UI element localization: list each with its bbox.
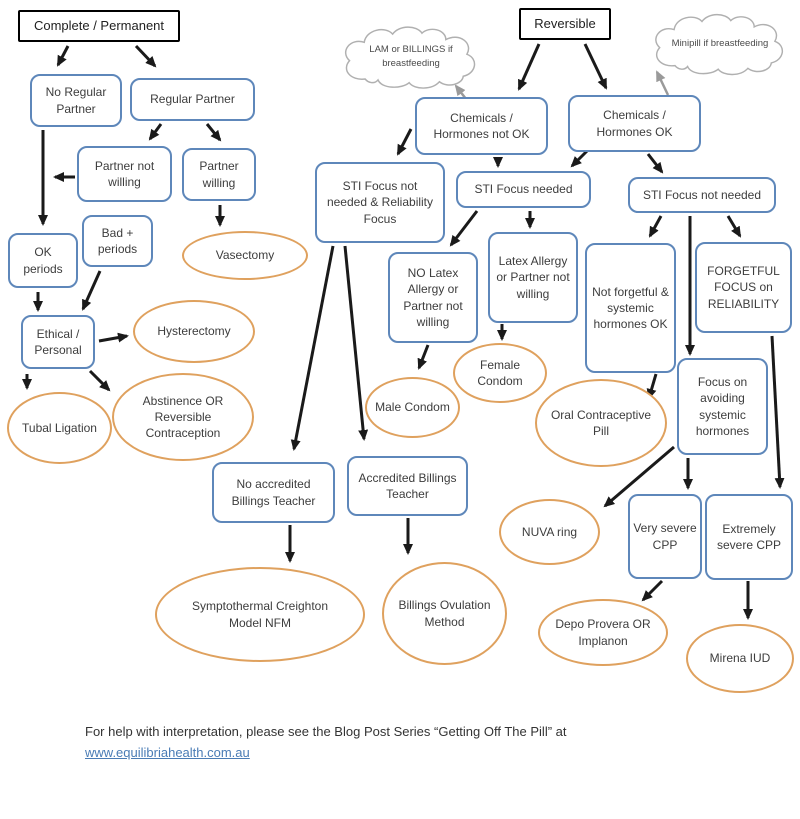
cloud-shape-icon [655,13,783,76]
decision-regular-partner: Regular Partner [130,78,255,121]
decision-chemicals-hormones-not-ok: Chemicals / Hormones not OK [415,97,548,155]
outcome-vasectomy: Vasectomy [182,231,308,280]
flow-arrow [88,369,111,392]
decision-latex-allergy: Latex Allergy or Partner not willing [488,232,578,323]
outcome-female-condom: Female Condom [453,343,547,403]
flow-arrow [583,43,608,90]
cloud-shape-icon [344,26,476,89]
flow-arrow [81,270,102,311]
decision-partner-not-willing: Partner not willing [77,146,172,202]
decision-forgetful-focus-reliability: FORGETFUL FOCUS on RELIABILITY [695,242,792,333]
decision-sti-not-needed-reliability: STI Focus not needed & Reliability Focus [315,162,445,243]
decision-sti-focus-needed: STI Focus needed [456,171,591,208]
decision-no-accredited-billings-teacher: No accredited Billings Teacher [212,462,335,523]
outcome-mirena-iud: Mirena IUD [686,624,794,693]
flow-arrow [648,215,663,238]
outcome-abstinence-reversible: Abstinence OR Reversible Contraception [112,373,254,461]
decision-ethical-personal: Ethical / Personal [21,315,95,369]
decision-no-latex-allergy: NO Latex Allergy or Partner not willing [388,252,478,343]
footer-link[interactable]: www.equilibriahealth.com.au [85,745,250,760]
category-complete-permanent: Complete / Permanent [18,10,180,42]
decision-not-forgetful: Not forgetful & systemic hormones OK [585,243,676,373]
footer-text: For help with interpretation, please see… [85,724,567,739]
decision-extremely-severe-cpp: Extremely severe CPP [705,494,793,580]
category-reversible: Reversible [519,8,611,40]
flow-arrow [603,445,675,508]
flow-arrow [770,335,785,489]
flow-arrow-gray [655,70,670,96]
cloud-label: Minipill if breastfeeding [671,37,769,49]
flow-arrow [148,123,163,141]
flow-arrow [98,332,129,343]
flow-arrow [290,245,335,451]
decision-chemicals-hormones-ok: Chemicals / Hormones OK [568,95,701,152]
outcome-depo-provera-implanon: Depo Provera OR Implanon [538,599,668,666]
decision-very-severe-cpp: Very severe CPP [628,494,702,579]
cloud-label: LAM or BILLINGS if breastfeeding [369,43,453,69]
footer-note: For help with interpretation, please see… [85,724,705,760]
outcome-hysterectomy: Hysterectomy [133,300,255,363]
flow-arrow [570,149,589,168]
outcome-billings-ovulation-method: Billings Ovulation Method [382,562,507,665]
flow-arrow [646,153,664,174]
flow-arrow-gray [454,84,467,100]
flow-arrow [449,210,479,247]
flow-arrow [726,215,742,238]
flow-arrow [396,128,413,156]
outcome-oral-contraceptive-pill: Oral Contraceptive Pill [535,379,667,467]
outcome-tubal-ligation: Tubal Ligation [7,392,112,464]
flow-arrow [641,579,664,602]
decision-ok-periods: OK periods [8,233,78,288]
flow-arrow [134,44,157,68]
flow-arrow [417,344,430,370]
decision-focus-avoiding-systemic-hormones: Focus on avoiding systemic hormones [677,358,768,455]
flow-arrow [56,45,70,67]
outcome-nuva-ring: NUVA ring [499,499,600,565]
decision-sti-focus-not-needed: STI Focus not needed [628,177,776,213]
outcome-male-condom: Male Condom [365,377,460,438]
cloud-minipill: Minipill if breastfeeding [648,8,792,80]
cloud-lam-billings: LAM or BILLINGS if breastfeeding [333,24,489,90]
flow-arrow [343,245,369,441]
decision-partner-willing: Partner willing [182,148,256,201]
decision-accredited-billings-teacher: Accredited Billings Teacher [347,456,468,516]
flow-arrow [205,123,222,142]
decision-bad-periods: Bad + periods [82,215,153,267]
flow-arrow [517,43,541,91]
outcome-symptothermal-creighton: Symptothermal Creighton Model NFM [155,567,365,662]
decision-no-regular-partner: No Regular Partner [30,74,122,127]
